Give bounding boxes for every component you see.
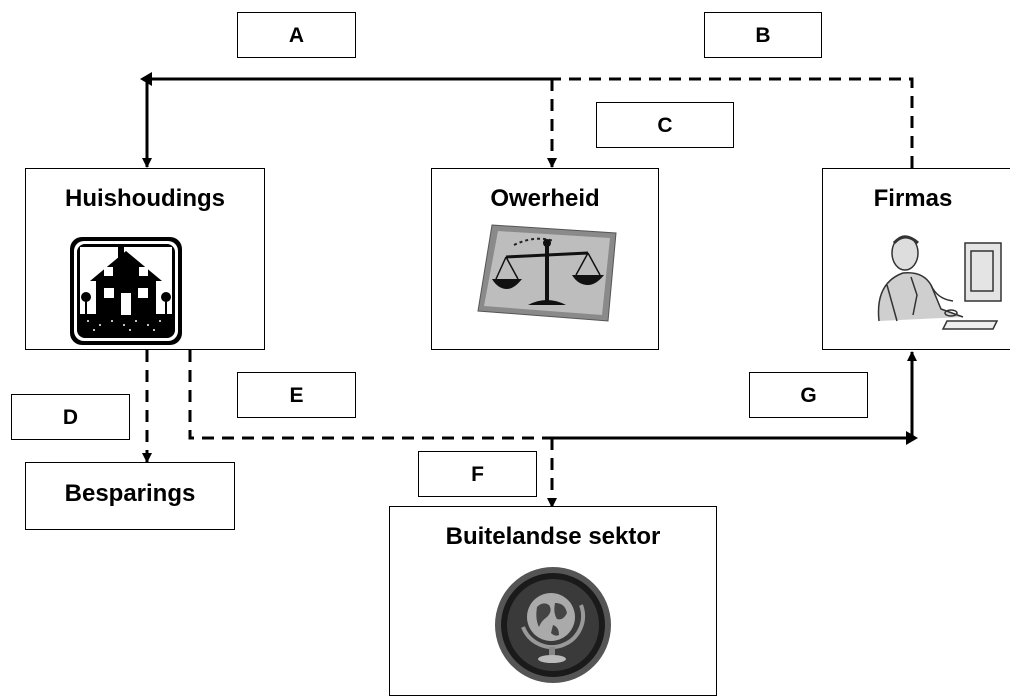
- flow-from-firms-line: [552, 77, 914, 168]
- label-e: E: [237, 372, 356, 418]
- label-e-text: E: [289, 384, 304, 407]
- node-households-title: Huishoudings: [65, 185, 225, 212]
- node-government-title: Owerheid: [490, 185, 600, 212]
- flow-households-spending-line: [188, 350, 552, 440]
- label-a-text: A: [288, 24, 305, 47]
- node-savings: Besparings: [25, 462, 235, 530]
- globe-icon: [495, 567, 611, 683]
- label-b: B: [704, 12, 822, 58]
- node-firms: Firmas: [822, 168, 1010, 350]
- label-b-text: B: [755, 24, 771, 47]
- node-government: Owerheid: [431, 168, 659, 350]
- node-foreign-sector: Buitelandse sektor: [389, 506, 717, 696]
- flow-arrowhead-right: [906, 431, 918, 445]
- label-d-text: D: [62, 406, 79, 429]
- node-foreign-title: Buitelandse sektor: [445, 523, 661, 550]
- node-savings-title: Besparings: [64, 480, 196, 507]
- label-f: F: [418, 451, 537, 497]
- flow-to-households-line: [142, 77, 552, 168]
- label-c-text: C: [657, 114, 673, 137]
- label-c: C: [596, 102, 734, 148]
- label-g-text: G: [800, 384, 817, 407]
- node-households: Huishoudings: [25, 168, 265, 350]
- label-f-text: F: [471, 463, 484, 486]
- label-g: G: [749, 372, 868, 418]
- flow-arrowhead-left: [140, 72, 152, 86]
- businessman-at-computer-icon: [877, 235, 1002, 330]
- label-d: D: [11, 394, 130, 440]
- node-firms-title: Firmas: [873, 185, 953, 212]
- house-icon: [70, 237, 182, 345]
- label-a: A: [237, 12, 356, 58]
- scales-of-justice-icon: [477, 224, 617, 322]
